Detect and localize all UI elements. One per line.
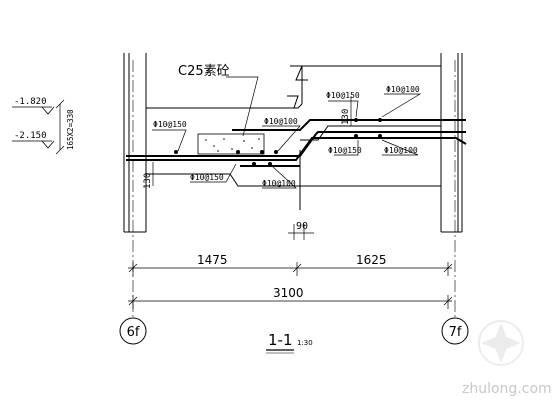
svg-text:7f: 7f bbox=[449, 325, 462, 340]
level-height-dimension: 165X2=330 bbox=[55, 99, 75, 155]
axis-bubble-6f: 6f bbox=[119, 317, 147, 345]
gap-dimension: 90 bbox=[288, 221, 314, 240]
rebar-label-right-upper-2: Φ10@100 bbox=[386, 85, 420, 94]
svg-text:130: 130 bbox=[341, 109, 351, 125]
rebar-label-right-lower-2: Φ10@100 bbox=[384, 146, 418, 155]
svg-text:1:30: 1:30 bbox=[297, 339, 313, 347]
rebar-label-left-top: Φ10@150 bbox=[153, 120, 187, 129]
total-span-label: 3100 bbox=[273, 286, 304, 300]
section-title: 1-1 1:30 bbox=[266, 331, 313, 354]
watermark-logo bbox=[478, 320, 524, 366]
level-mark-top: -1.820 bbox=[12, 97, 55, 115]
level-mark-bottom: -2.150 bbox=[12, 131, 55, 149]
svg-text:6f: 6f bbox=[127, 325, 140, 340]
svg-text:-2.150: -2.150 bbox=[14, 131, 47, 141]
rebar-label-mid-bottom: Φ10@100 bbox=[262, 179, 296, 188]
right-wall bbox=[440, 53, 463, 233]
svg-text:165X2=330: 165X2=330 bbox=[66, 109, 75, 150]
total-dimension-row bbox=[128, 295, 453, 309]
left-wall bbox=[123, 53, 147, 233]
leader-lines bbox=[152, 76, 422, 189]
svg-text:90: 90 bbox=[296, 221, 308, 232]
rebar-lines bbox=[126, 119, 467, 167]
svg-text:-1.820: -1.820 bbox=[14, 97, 47, 107]
rebar-label-right-upper-1: Φ10@150 bbox=[326, 91, 360, 100]
watermark-text: zhulong.com bbox=[462, 381, 552, 397]
concrete-hatch bbox=[205, 138, 260, 152]
rebar-label-right-lower-1: Φ10@150 bbox=[328, 146, 362, 155]
axis-bubble-7f: 7f bbox=[441, 317, 469, 345]
span-dimension-row bbox=[128, 262, 453, 276]
rebar-dots bbox=[174, 118, 382, 166]
span-right-label: 1625 bbox=[356, 253, 387, 267]
concrete-infill bbox=[197, 133, 265, 155]
rebar-label-mid-top: Φ10@100 bbox=[264, 117, 298, 126]
span-left-label: 1475 bbox=[197, 253, 228, 267]
thickness-dim-left: 130 bbox=[143, 162, 154, 189]
svg-text:130: 130 bbox=[143, 173, 153, 189]
concrete-label: C25素砼 bbox=[178, 64, 230, 79]
rebar-label-left-bottom: Φ10@150 bbox=[190, 173, 224, 182]
thickness-dim-right: 130 bbox=[341, 96, 352, 126]
svg-text:1-1: 1-1 bbox=[268, 331, 293, 349]
